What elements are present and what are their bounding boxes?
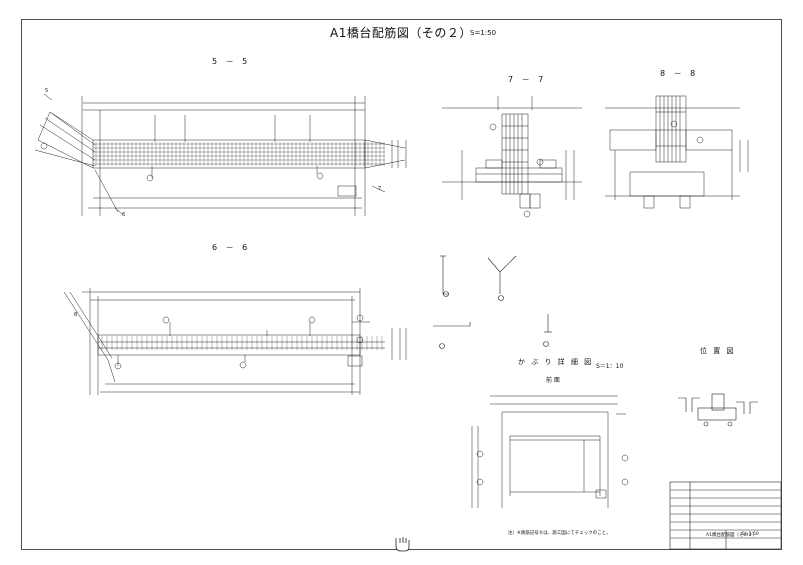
section-8-8-drawing <box>605 95 749 209</box>
drawing-scale: S=1:50 <box>470 29 497 37</box>
section-6-6-drawing <box>63 288 407 395</box>
bend-detail-scale: S＝1：10 <box>596 363 624 370</box>
title-block <box>669 481 782 550</box>
cover-detail-drawing <box>471 395 629 508</box>
title-block-drawing-name: A1橋台配筋図（その２） <box>706 533 757 538</box>
section-marker-8: 8 <box>74 312 78 318</box>
section-marker-7: 7 <box>378 186 382 192</box>
section-6-6-title: 6 － 6 <box>212 243 251 252</box>
front-face-label: 前 面 <box>546 377 560 384</box>
location-plan-drawing <box>678 393 758 427</box>
section-5-5-title: 5 － 5 <box>212 57 251 66</box>
section-8-8-title: 8 － 8 <box>660 69 699 78</box>
bend-detail-title: か ぶ り 詳 細 図 <box>518 358 594 366</box>
section-7-7-title: 7 － 7 <box>508 75 547 84</box>
drawing-note: 注）※鉄筋記号Ⓓは、施工図にてチェックのこと。 <box>508 531 611 536</box>
bar-bend-details <box>433 255 552 349</box>
section-marker-5: 5 <box>45 88 49 94</box>
section-5-5-drawing <box>34 93 407 216</box>
section-7-7-drawing <box>442 96 582 218</box>
drawing-title: A1橋台配筋図（その２） <box>330 26 472 40</box>
hand-cursor-icon <box>395 537 410 552</box>
section-marker-6: 6 <box>122 212 126 218</box>
location-plan-title: 位 置 図 <box>700 347 736 355</box>
title-block-drawing-no: S=1:50 <box>742 532 759 537</box>
sheet-border <box>21 19 782 550</box>
